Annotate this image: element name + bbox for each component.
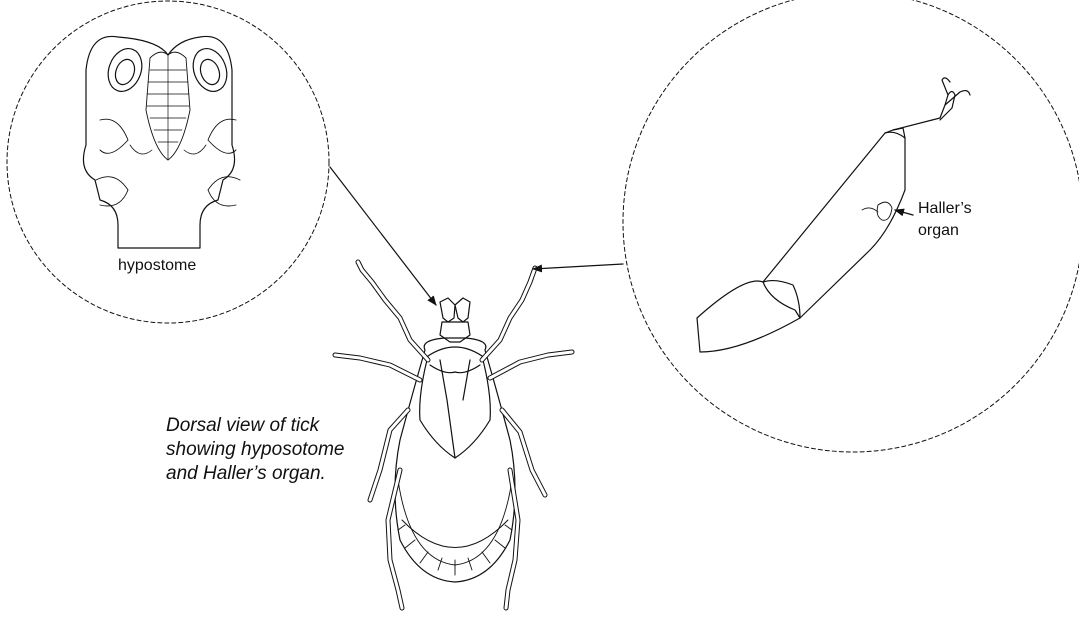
haller-organ-arrow xyxy=(895,210,913,215)
hypostome-pointer-arrow xyxy=(330,167,436,305)
haller-inset-circle xyxy=(623,0,1079,452)
hypostome-label: hypostome xyxy=(118,257,196,275)
haller-organ-label: Haller’s organ xyxy=(918,198,972,242)
haller-leg-pointer-arrow xyxy=(533,264,623,269)
haller-label-line1: Haller’s xyxy=(918,198,972,220)
figure-caption: Dorsal view of tick showing hyposotome a… xyxy=(166,414,345,486)
caption-line2: showing hyposotome xyxy=(166,438,345,462)
tick-drawing xyxy=(335,262,572,608)
haller-label-line2: organ xyxy=(918,220,972,242)
caption-line3: and Haller’s organ. xyxy=(166,462,345,486)
caption-line1: Dorsal view of tick xyxy=(166,414,345,438)
hypostome-drawing xyxy=(83,36,240,248)
